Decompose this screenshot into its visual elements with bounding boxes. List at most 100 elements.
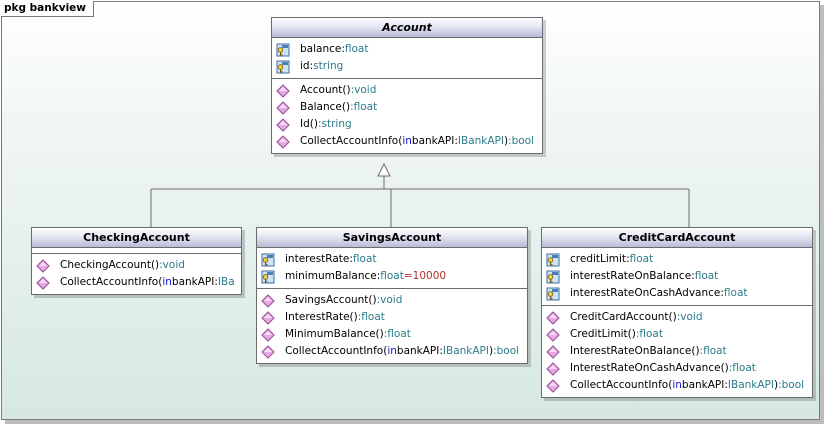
attribute-separator: : — [626, 253, 630, 265]
operation-paren: () — [341, 101, 351, 113]
attribute-row[interactable]: creditLimit:float — [542, 251, 812, 268]
operation-diamond-icon — [276, 83, 290, 98]
operation-paren: () — [309, 118, 318, 130]
operation-return-type: :float — [699, 345, 727, 357]
attribute-row[interactable]: interestRateOnCashAdvance:float — [542, 285, 812, 302]
attribute-type: float — [344, 43, 369, 55]
operation-diamond-icon — [276, 134, 290, 149]
attribute-key-icon — [261, 270, 275, 284]
operation-return-type: :float — [635, 328, 663, 340]
attribute-row[interactable]: minimumBalance:float=10000 — [257, 268, 527, 285]
attribute-key-icon — [546, 253, 560, 267]
operation-row[interactable]: Balance():float — [272, 99, 542, 116]
operation-paren: () — [691, 345, 700, 357]
operation-diamond-icon — [546, 310, 560, 325]
param-name: bankAPI: — [411, 135, 458, 147]
operation-return-type: :bool — [778, 379, 805, 391]
operation-name: Balance — [300, 101, 342, 113]
operation-row[interactable]: CreditLimit():float — [542, 326, 812, 343]
operation-name: SavingsAccount — [285, 294, 369, 306]
operation-row[interactable]: CreditCardAccount():void — [542, 309, 812, 326]
operation-diamond-icon — [546, 378, 560, 393]
operation-diamond-icon — [546, 361, 560, 376]
param-name: bankAPI: — [171, 276, 218, 288]
attribute-separator: : — [309, 60, 314, 72]
attribute-row[interactable]: balance:float — [272, 41, 542, 58]
operation-row[interactable]: CollectAccountInfo(in bankAPI:IBa — [32, 274, 241, 291]
operation-row[interactable]: MinimumBalance():float — [257, 326, 527, 343]
operation-row[interactable]: Id():string — [272, 116, 542, 133]
operation-name: CollectAccountInfo — [300, 135, 399, 147]
operation-row[interactable]: CollectAccountInfo(in bankAPI:IBankAPI):… — [272, 133, 542, 150]
operation-paren: () — [668, 311, 677, 323]
operation-return-type: :float — [350, 101, 378, 113]
operation-return-type: :void — [350, 84, 377, 96]
operation-name: CollectAccountInfo — [285, 345, 384, 357]
attribute-key-icon — [546, 270, 560, 284]
operation-row[interactable]: InterestRateOnBalance():float — [542, 343, 812, 360]
operation-diamond-icon — [546, 344, 560, 359]
operation-paren: () — [627, 328, 636, 340]
operation-paren: () — [349, 311, 358, 323]
generalization-arrowhead — [377, 162, 391, 177]
operation-name: InterestRate — [285, 311, 350, 323]
operation-paren: () — [368, 294, 377, 306]
package-label: pkg bankview — [1, 1, 94, 17]
operation-name: CreditCardAccount — [570, 311, 669, 323]
operation-row[interactable]: CheckingAccount():void — [32, 257, 241, 274]
attribute-type: float — [723, 287, 748, 299]
param-type: IBankAPI — [727, 379, 774, 391]
operation-row[interactable]: CollectAccountInfo(in bankAPI:IBankAPI):… — [542, 377, 812, 394]
operation-row[interactable]: SavingsAccount():void — [257, 292, 527, 309]
operation-paren-close: ) — [773, 379, 779, 391]
operation-return-type: :float — [728, 362, 756, 374]
attribute-type: string — [313, 60, 344, 72]
param-direction: in — [672, 379, 682, 391]
attribute-type: float — [629, 253, 654, 265]
attribute-row[interactable]: interestRateOnBalance:float — [542, 268, 812, 285]
attribute-name: id — [300, 60, 310, 72]
operation-row[interactable]: CollectAccountInfo(in bankAPI:IBankAPI):… — [257, 343, 527, 360]
attribute-type: float — [380, 270, 404, 282]
attribute-type: float — [352, 253, 377, 265]
operation-name: CreditLimit — [570, 328, 628, 340]
class-checking-account-attributes — [32, 248, 241, 254]
attribute-row[interactable]: interestRate:float — [257, 251, 527, 268]
operation-diamond-icon — [261, 293, 275, 308]
operation-return-type: :bool — [508, 135, 535, 147]
operation-return-type: :string — [317, 118, 352, 130]
attribute-row[interactable]: id:string — [272, 58, 542, 75]
param-direction: in — [162, 276, 172, 288]
operation-name: Id — [300, 118, 310, 130]
attribute-separator: : — [376, 270, 381, 282]
attribute-name: interestRateOnCashAdvance — [570, 287, 721, 299]
operation-return-type: :float — [357, 311, 385, 323]
frame-shadow-bottom — [5, 420, 824, 424]
attribute-key-icon — [546, 287, 560, 301]
operation-name: MinimumBalance — [285, 328, 376, 340]
operation-diamond-icon — [36, 258, 50, 273]
operation-return-type: :void — [676, 311, 703, 323]
param-name: bankAPI: — [681, 379, 728, 391]
operation-return-type: :void — [159, 259, 185, 271]
operation-diamond-icon — [261, 310, 275, 325]
attribute-separator: : — [349, 253, 353, 265]
attribute-name: balance — [300, 43, 342, 55]
operation-row[interactable]: InterestRate():float — [257, 309, 527, 326]
operation-return-type: :float — [383, 328, 411, 340]
operation-row[interactable]: Account():void — [272, 82, 542, 99]
attribute-key-icon — [276, 60, 290, 74]
operation-row[interactable]: InterestRateOnCashAdvance():float — [542, 360, 812, 377]
operation-diamond-icon — [276, 117, 290, 132]
operation-name: CollectAccountInfo — [60, 276, 159, 288]
param-type: IBankAPI — [457, 135, 504, 147]
operation-diamond-icon — [261, 344, 275, 359]
